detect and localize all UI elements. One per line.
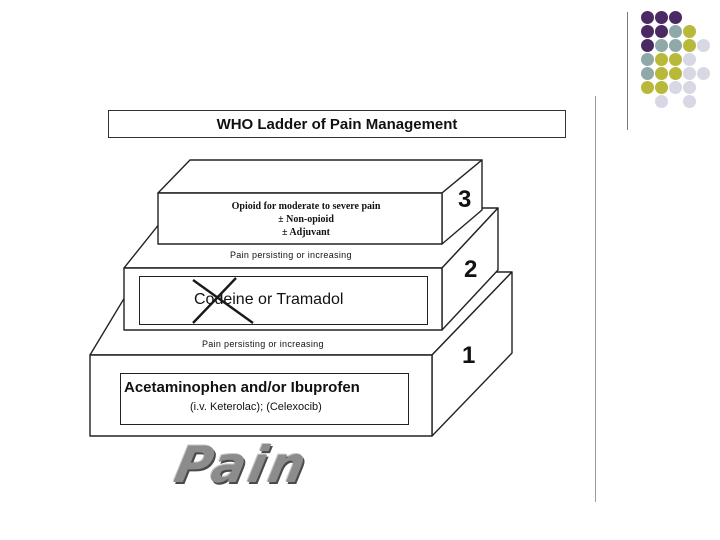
- decorative-dot: [641, 11, 654, 24]
- decorative-dot: [683, 95, 696, 108]
- step-2-number: 2: [464, 256, 478, 283]
- step-1-inner-box: [120, 373, 409, 425]
- step-1-sublabel: (i.v. Keterolac); (Celexocib): [190, 401, 322, 413]
- step-2-inner-box: [139, 276, 428, 325]
- diagram-title: WHO Ladder of Pain Management: [108, 110, 566, 138]
- decorative-dot: [683, 25, 696, 38]
- decorative-dot: [641, 25, 654, 38]
- decorative-dot: [655, 39, 668, 52]
- decorative-dot: [669, 11, 682, 24]
- header-divider-line: [627, 12, 628, 130]
- decorative-dot: [641, 53, 654, 66]
- decorative-dot: [641, 67, 654, 80]
- decorative-dot: [669, 67, 682, 80]
- step-2-label: Codeine or Tramadol: [194, 291, 344, 308]
- step-3-line-2: ± Non-opioid: [278, 214, 334, 225]
- decorative-dot: [669, 25, 682, 38]
- decorative-dot: [655, 95, 668, 108]
- decorative-dot: [697, 67, 710, 80]
- step-3-front-face: [157, 192, 443, 245]
- decorative-dot: [683, 81, 696, 94]
- decorative-dot: [669, 81, 682, 94]
- step-3-line-1: Opioid for moderate to severe pain: [231, 201, 381, 212]
- pain-base-label: Pain: [169, 436, 315, 494]
- decorative-dot: [683, 39, 696, 52]
- step-3-line-3: ± Adjuvant: [281, 227, 330, 238]
- decorative-dot: [641, 39, 654, 52]
- decorative-dot: [697, 39, 710, 52]
- decorative-dot: [683, 67, 696, 80]
- step-1-number: 1: [462, 342, 476, 369]
- step-1-label: Acetaminophen and/or Ibuprofen: [124, 379, 360, 396]
- decorative-dot: [655, 81, 668, 94]
- decorative-dot: [655, 53, 668, 66]
- transition-label-lower: Pain persisting or increasing: [202, 339, 324, 349]
- transition-label-upper: Pain persisting or increasing: [230, 250, 352, 260]
- decorative-dot: [669, 39, 682, 52]
- decorative-dot: [641, 81, 654, 94]
- decorative-dot: [655, 11, 668, 24]
- content-divider-line: [595, 96, 596, 502]
- decorative-dot: [669, 53, 682, 66]
- decorative-dot: [655, 25, 668, 38]
- decorative-dot: [655, 67, 668, 80]
- decorative-dot: [683, 53, 696, 66]
- decorative-dot-grid: [640, 10, 720, 120]
- step-3-number: 3: [458, 186, 472, 213]
